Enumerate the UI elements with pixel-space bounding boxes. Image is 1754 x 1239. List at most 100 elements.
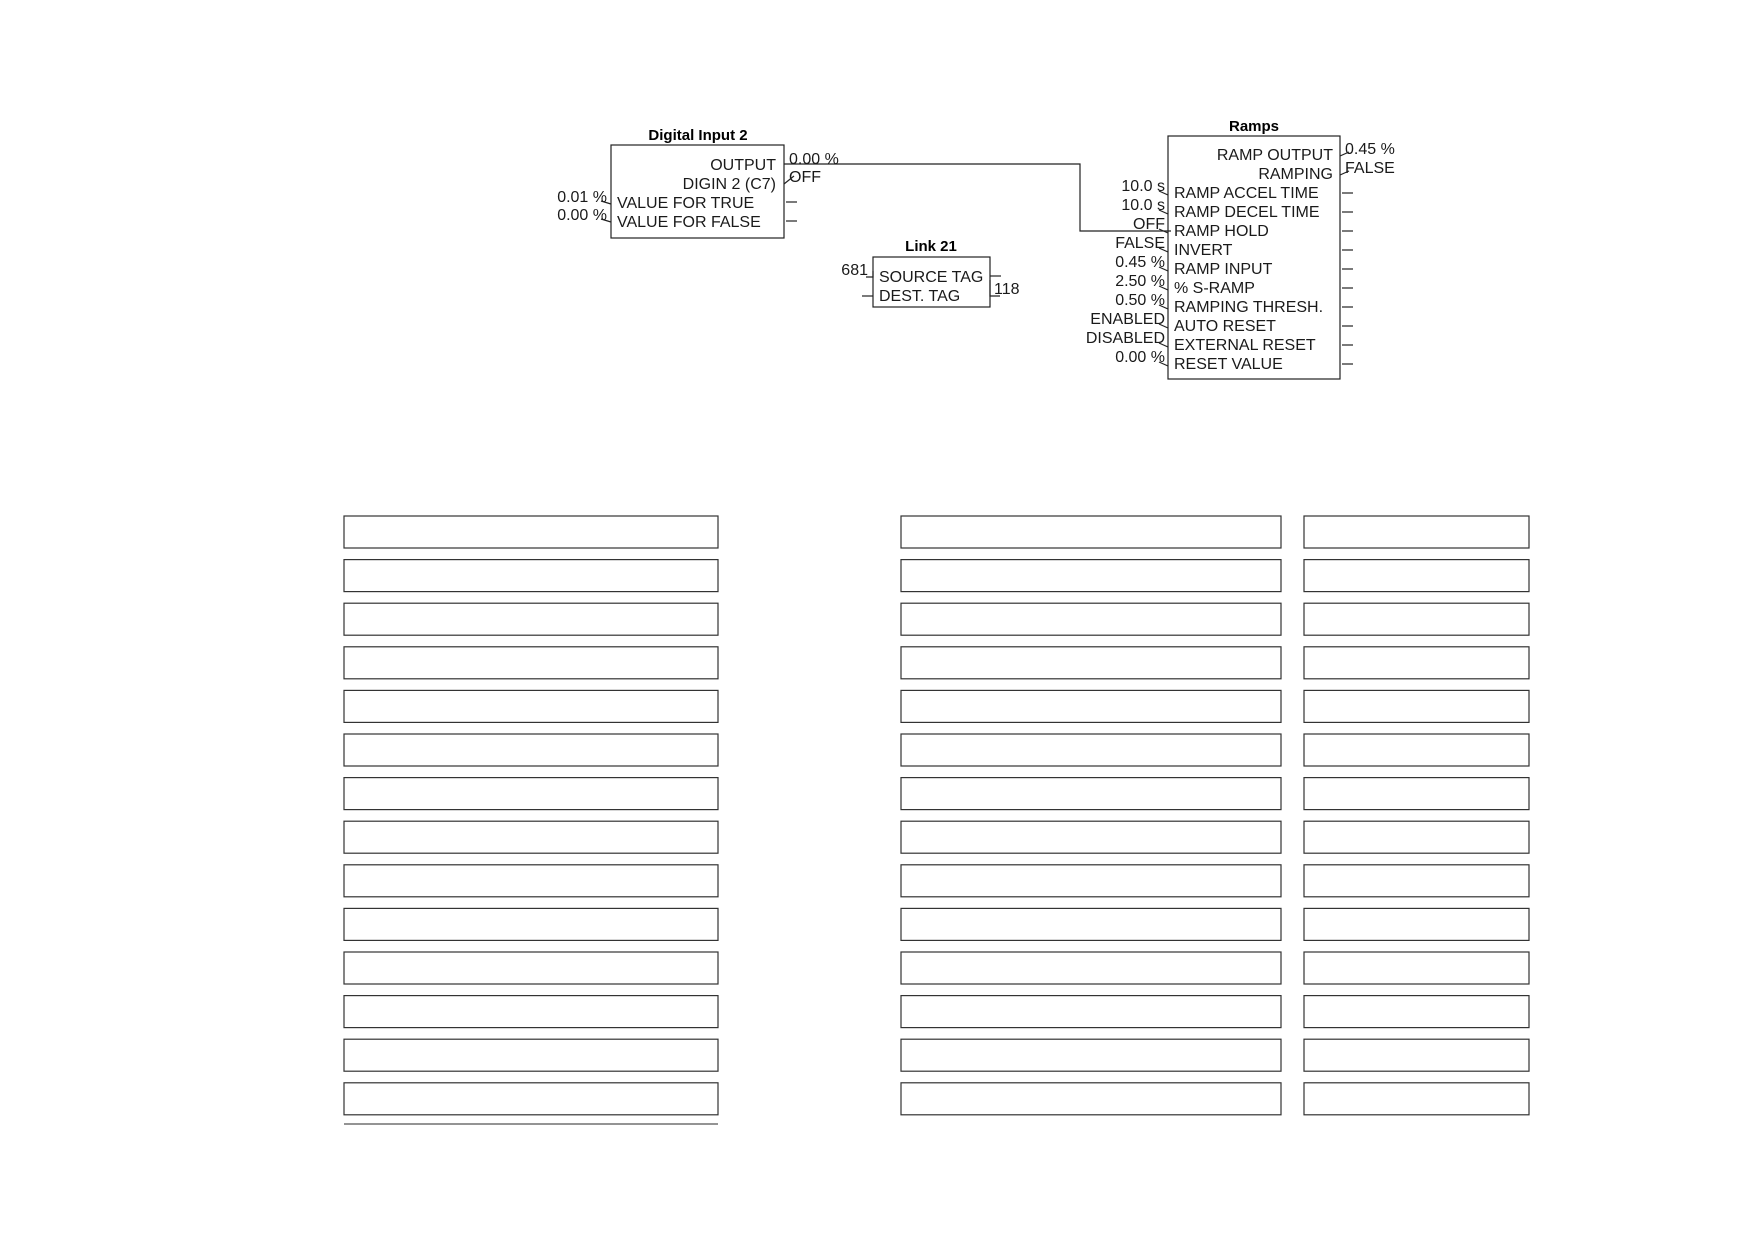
- ramps-input-pin-s-ramp: [1158, 285, 1169, 291]
- form-field-left[interactable]: [343, 646, 719, 680]
- form-field-right[interactable]: [1303, 602, 1530, 636]
- link-dest-out-pin: [989, 280, 1000, 297]
- digital-input-digin-pin: [783, 175, 795, 185]
- form-field-middle[interactable]: [900, 558, 1282, 593]
- form-field-middle[interactable]: [900, 864, 1282, 898]
- digital-input-digin-value: OFF: [789, 169, 821, 186]
- form-field-right[interactable]: [1303, 733, 1530, 767]
- link-block: Link 21 SOURCE TAG 681 DEST. TAG 118: [841, 238, 1020, 308]
- form-field-right[interactable]: [1303, 776, 1530, 811]
- ramps-input-label-ramping-thresh: RAMPING THRESH.: [1174, 299, 1323, 316]
- ramps-input-label-invert: INVERT: [1174, 242, 1233, 259]
- ramps-input-value-ramping-thresh: 0.50 %: [1115, 292, 1165, 309]
- digital-input-digin-label: DIGIN 2 (C7): [683, 176, 776, 193]
- ramps-input-label-ramp-hold: RAMP HOLD: [1174, 223, 1269, 240]
- link-dest-value: 118: [994, 281, 1020, 298]
- digital-input-false-label: VALUE FOR FALSE: [617, 214, 761, 231]
- ramps-input-pin-ramp-hold: [1158, 228, 1169, 234]
- ramps-input-value-ramp-decel-time: 10.0 s: [1121, 197, 1165, 214]
- ramps-ramping-label: RAMPING: [1258, 166, 1333, 183]
- form-field-right[interactable]: [1303, 864, 1530, 898]
- form-field-left[interactable]: [343, 1038, 719, 1072]
- ramps-input-value-ramp-accel-time: 10.0 s: [1121, 178, 1165, 195]
- form-field-middle[interactable]: [900, 733, 1282, 767]
- form-field-middle[interactable]: [900, 646, 1282, 680]
- ramps-inputs: RAMP ACCEL TIME 10.0 s RAMP DECEL TIME 10.0…: [1086, 178, 1353, 373]
- ramps-input-pin-auto-reset: [1158, 323, 1169, 329]
- form-field-right[interactable]: [1303, 1082, 1530, 1116]
- ramps-input-value-s-ramp: 2.50 %: [1115, 273, 1165, 290]
- ramps-input-label-auto-reset: AUTO RESET: [1174, 318, 1276, 335]
- form-field-middle[interactable]: [900, 907, 1282, 942]
- link-source-pin: [866, 271, 874, 278]
- ramps-title: Ramps: [1229, 118, 1279, 135]
- form-field-middle[interactable]: [900, 515, 1282, 549]
- ramps-input-value-ramp-input: 0.45 %: [1115, 254, 1165, 271]
- form-field-right[interactable]: [1303, 558, 1530, 593]
- form-field-right[interactable]: [1303, 646, 1530, 680]
- form-field-middle[interactable]: [900, 951, 1282, 985]
- link-source-value: 681: [841, 262, 868, 279]
- ramps-input-label-reset-value: RESET VALUE: [1174, 356, 1283, 373]
- form-field-right[interactable]: [1303, 951, 1530, 985]
- digital-input-title: Digital Input 2: [648, 127, 747, 144]
- digital-input-true-pin: [600, 200, 612, 205]
- blank-form: [343, 515, 1530, 1125]
- ramps-input-label-ramp-decel-time: RAMP DECEL TIME: [1174, 204, 1320, 221]
- form-field-left[interactable]: [343, 515, 719, 549]
- form-field-middle[interactable]: [900, 1082, 1282, 1116]
- output-to-ramp-hold-wire: [784, 163, 1171, 232]
- ramps-output-pin: [1339, 151, 1350, 157]
- digital-input-block: Digital Input 2 OUTPUT 0.00 % DIGIN 2 (C…: [557, 127, 839, 239]
- digital-input-true-value: 0.01 %: [557, 189, 607, 206]
- form-field-right[interactable]: [1303, 689, 1530, 724]
- ramps-input-value-reset-value: 0.00 %: [1115, 349, 1165, 366]
- form-field-left[interactable]: [343, 951, 719, 985]
- form-field-left[interactable]: [343, 1082, 719, 1116]
- form-field-right[interactable]: [1303, 994, 1530, 1029]
- form-field-middle[interactable]: [900, 776, 1282, 811]
- form-field-left[interactable]: [343, 558, 719, 593]
- ramps-input-label-ramp-accel-time: RAMP ACCEL TIME: [1174, 185, 1319, 202]
- ramps-input-pin-external-reset: [1158, 342, 1169, 348]
- link-source-label: SOURCE TAG: [879, 269, 983, 286]
- ramps-ramping-value: FALSE: [1345, 160, 1395, 177]
- digital-input-false-pin: [600, 218, 612, 223]
- link-dest-label: DEST. TAG: [879, 288, 960, 305]
- ramps-input-pin-reset-value: [1158, 361, 1169, 367]
- ramps-input-pin-ramp-accel-time: [1158, 190, 1169, 196]
- link-title: Link 21: [905, 238, 957, 255]
- ramps-input-label-s-ramp: % S-RAMP: [1174, 280, 1255, 297]
- ramps-output-label: RAMP OUTPUT: [1217, 147, 1333, 164]
- digital-input-false-value: 0.00 %: [557, 207, 607, 224]
- ramps-input-label-ramp-input: RAMP INPUT: [1174, 261, 1273, 278]
- form-field-middle[interactable]: [900, 602, 1282, 636]
- form-field-middle[interactable]: [900, 994, 1282, 1029]
- ramps-input-value-ramp-hold: OFF: [1133, 216, 1165, 233]
- form-field-middle[interactable]: [900, 820, 1282, 854]
- form-field-left[interactable]: [343, 820, 719, 854]
- form-field-left[interactable]: [343, 602, 719, 636]
- form-field-right[interactable]: [1303, 907, 1530, 942]
- form-field-right[interactable]: [1303, 820, 1530, 854]
- digital-input-box: [610, 144, 785, 239]
- form-field-middle[interactable]: [900, 1038, 1282, 1072]
- ramps-input-pin-invert: [1158, 247, 1169, 253]
- form-field-left[interactable]: [343, 776, 719, 811]
- form-field-left[interactable]: [343, 689, 719, 724]
- ramps-box: [1167, 135, 1341, 380]
- form-field-left[interactable]: [343, 907, 719, 942]
- form-field-left[interactable]: [343, 864, 719, 898]
- form-field-middle[interactable]: [900, 689, 1282, 724]
- ramps-input-pin-ramping-thresh: [1158, 304, 1169, 310]
- ramps-input-value-external-reset: DISABLED: [1086, 330, 1165, 347]
- ramps-ramping-pin: [1339, 170, 1350, 176]
- digital-input-output-label: OUTPUT: [710, 157, 776, 174]
- form-field-right[interactable]: [1303, 515, 1530, 549]
- form-field-left[interactable]: [343, 994, 719, 1029]
- form-field-right[interactable]: [1303, 1038, 1530, 1072]
- ramps-input-pin-ramp-input: [1158, 266, 1169, 272]
- ramps-input-label-external-reset: EXTERNAL RESET: [1174, 337, 1316, 354]
- form-field-left[interactable]: [343, 733, 719, 767]
